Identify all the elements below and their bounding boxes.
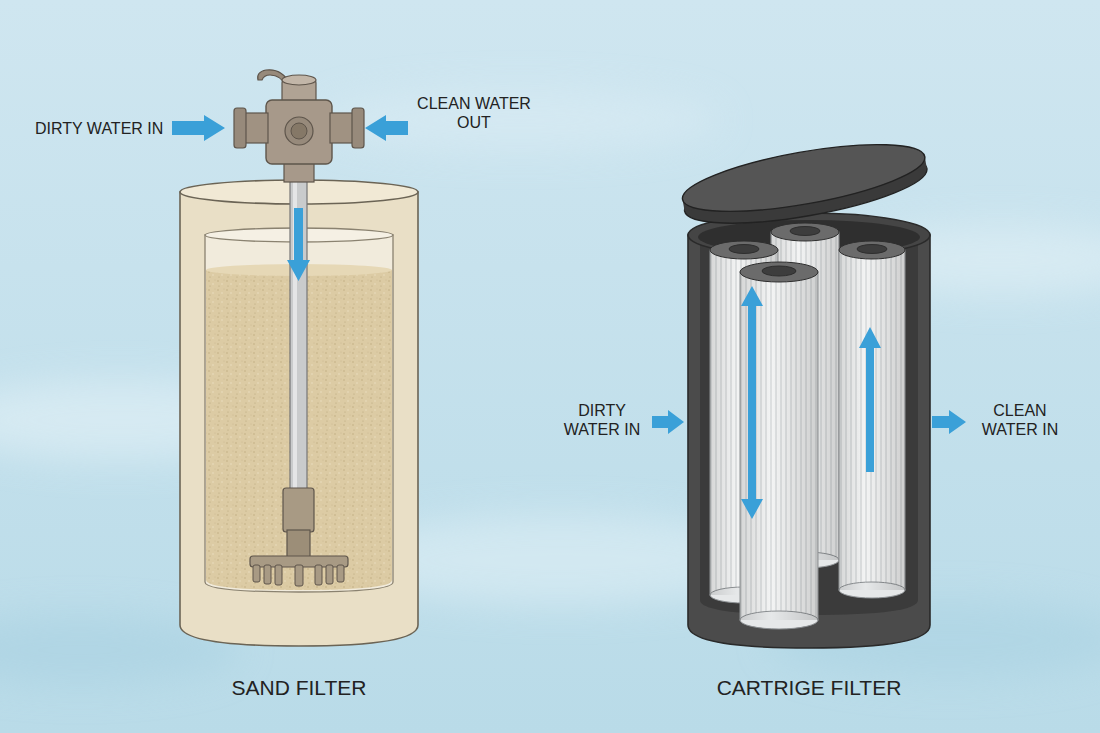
filter-caption: CARTRIGE FILTER <box>684 676 934 700</box>
flow-label: DIRTY WATER IN <box>556 401 648 439</box>
filter-unit: CARTRIGE FILTER <box>684 140 934 705</box>
flow-label: CLEAN WATER OUT <box>408 94 540 132</box>
water-ripples <box>0 90 1100 685</box>
cartridge-filter <box>652 131 966 648</box>
flow-label: CLEAN WATER IN <box>974 401 1066 439</box>
filter-unit: SAND FILTER <box>176 180 422 705</box>
filter-caption: SAND FILTER <box>176 676 422 700</box>
flow-label: DIRTY WATER IN <box>35 119 210 138</box>
sand-filter <box>172 70 418 646</box>
